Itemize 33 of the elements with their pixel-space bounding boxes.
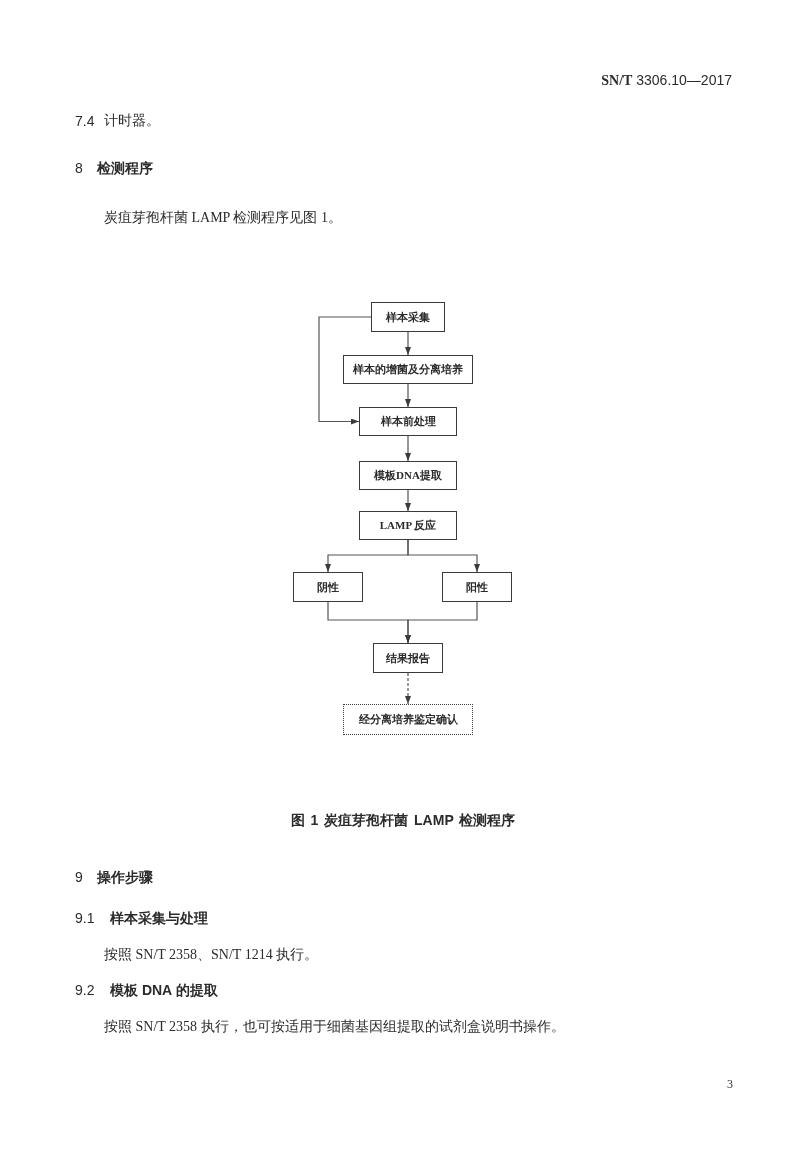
- body-text: 按照 SN/T 2358 执行，也可按适用于细菌基因组提取的试剂盒说明书操作。: [104, 1018, 565, 1036]
- page-number: 3: [727, 1076, 733, 1093]
- process-box: 模板DNA提取: [359, 461, 457, 490]
- section-number: 8: [75, 159, 83, 177]
- document-number: SN/T 3306.10—2017: [601, 71, 732, 90]
- arrow: [405, 489, 411, 512]
- process-box: 样本采集: [371, 302, 445, 332]
- section-number: 9.1: [75, 909, 95, 927]
- arrow: [407, 539, 480, 573]
- process-box: 阴性: [293, 572, 363, 602]
- body-text: 按照 SN/T 2358、SN/T 1214 执行。: [104, 946, 319, 964]
- section-number: 9.2: [75, 981, 95, 999]
- section-heading: 检测程序: [97, 159, 153, 177]
- arrow: [405, 331, 411, 356]
- process-box: 阳性: [442, 572, 512, 602]
- arrow: [405, 435, 411, 462]
- body-text: 炭疽芽孢杆菌 LAMP 检测程序见图 1。: [104, 209, 342, 227]
- arrow: [405, 601, 478, 644]
- arrow: [405, 383, 411, 408]
- section-heading: 模板 DNA 的提取: [110, 981, 218, 999]
- arrow: [318, 316, 372, 425]
- figure-caption: 图 1 炭疽芽孢杆菌 LAMP 检测程序: [290, 811, 516, 829]
- section-heading: 样本采集与处理: [110, 909, 208, 927]
- process-box: LAMP 反应: [359, 511, 457, 540]
- section-number: 7.4: [75, 112, 95, 130]
- item-text: 计时器。: [104, 112, 160, 130]
- arrow: [405, 672, 411, 705]
- process-box: 经分离培养鉴定确认: [343, 704, 473, 735]
- section-number: 9: [75, 868, 83, 886]
- section-heading: 操作步骤: [97, 868, 153, 886]
- process-box: 样本前处理: [359, 407, 457, 436]
- process-box: 样本的增菌及分离培养: [343, 355, 473, 384]
- process-box: 结果报告: [373, 643, 443, 673]
